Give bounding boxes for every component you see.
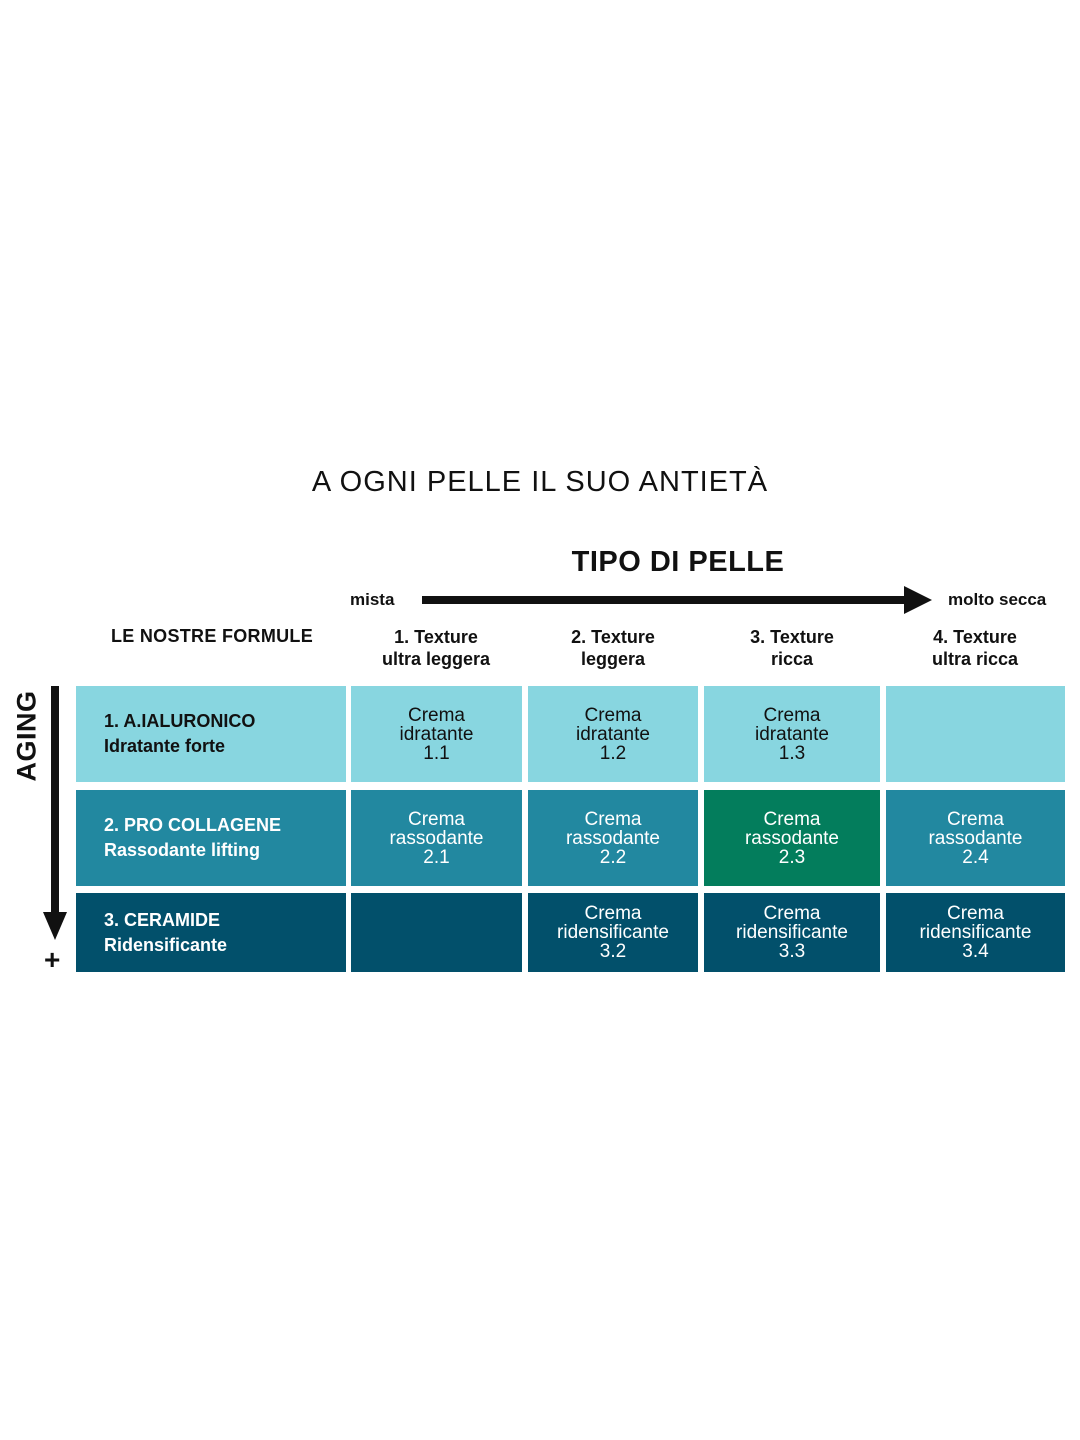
cell-line1: Crema <box>584 704 642 726</box>
cell-line1: Crema <box>763 808 821 830</box>
cell-line2: idratante <box>755 723 829 745</box>
column-header-2: 2. Texture leggera <box>528 626 698 670</box>
column-header-line2: ultra leggera <box>381 649 491 669</box>
cell-line2: rassodante <box>928 827 1023 849</box>
cell-2-3-highlighted: Crema rassodante 2.3 <box>704 790 880 886</box>
row-label-pro-collagene: 2. PRO COLLAGENE Rassodante lifting <box>76 790 346 886</box>
cell-1-3: Crema idratante 1.3 <box>704 686 880 782</box>
cell-line1: Crema <box>763 903 821 924</box>
row-subtitle: Rassodante lifting <box>104 840 261 860</box>
column-header-line2: ricca <box>770 649 814 669</box>
cell-line1: Crema <box>584 808 642 830</box>
cell-line2: ridensificante <box>919 922 1032 943</box>
aging-arrow-line <box>51 686 59 918</box>
cell-1-2: Crema idratante 1.2 <box>528 686 698 782</box>
row-subtitle: Ridensificante <box>104 934 228 955</box>
row-name: 2. PRO COLLAGENE <box>104 815 282 835</box>
cell-3-3: Crema ridensificante 3.3 <box>704 893 880 972</box>
cell-line2: idratante <box>576 723 650 745</box>
cell-line1: Crema <box>946 808 1004 830</box>
column-header-3: 3. Texture ricca <box>704 626 880 670</box>
cell-3-4: Crema ridensificante 3.4 <box>886 893 1065 972</box>
column-header-4: 4. Texture ultra ricca <box>886 626 1064 670</box>
formule-header: LE NOSTRE FORMULE <box>110 626 314 646</box>
cell-code: 2.4 <box>962 846 989 868</box>
cell-code: 1.1 <box>423 742 450 764</box>
cell-line2: idratante <box>399 723 474 745</box>
cell-code: 2.1 <box>423 846 450 868</box>
cell-code: 2.2 <box>599 846 627 868</box>
cell-2-4: Crema rassodante 2.4 <box>886 790 1065 886</box>
cell-line2: ridensificante <box>736 922 848 943</box>
row-name: 1. A.IALURONICO <box>104 711 256 731</box>
cell-line2: rassodante <box>389 827 484 849</box>
cell-line2: rassodante <box>565 827 660 849</box>
cell-code: 1.2 <box>599 742 627 764</box>
cell-1-1: Crema idratante 1.1 <box>351 686 522 782</box>
column-header-line1: 1. Texture <box>394 627 478 647</box>
cell-line1: Crema <box>763 704 821 726</box>
skin-type-axis-title: TIPO DI PELLE <box>571 546 785 578</box>
cell-code: 3.3 <box>778 941 806 962</box>
cell-line1: Crema <box>946 903 1004 924</box>
axis-end-label: molto secca <box>948 590 1047 609</box>
column-header-line1: 2. Texture <box>571 627 655 647</box>
down-arrow-icon <box>43 912 67 940</box>
row-name: 3. CERAMIDE <box>104 909 221 930</box>
cell-code: 3.2 <box>599 941 627 962</box>
row-label-ialuronico: 1. A.IALURONICO Idratante forte <box>76 686 346 782</box>
column-header-line2: leggera <box>580 649 646 669</box>
cell-code: 2.3 <box>778 846 806 868</box>
cell-line2: ridensificante <box>557 922 669 943</box>
cell-3-1 <box>351 893 522 972</box>
column-header-line1: 3. Texture <box>750 627 834 647</box>
cell-line1: Crema <box>407 704 465 726</box>
cell-line1: Crema <box>584 903 642 924</box>
cell-2-1: Crema rassodante 2.1 <box>351 790 522 886</box>
cell-3-2: Crema ridensificante 3.2 <box>528 893 698 972</box>
aging-axis-label: AGING <box>11 690 42 782</box>
page-title: A OGNI PELLE IL SUO ANTIETÀ <box>311 466 769 498</box>
right-arrow-icon <box>904 586 932 614</box>
cell-1-4 <box>886 686 1065 782</box>
column-header-line2: ultra ricca <box>931 649 1019 669</box>
column-header-1: 1. Texture ultra leggera <box>350 626 522 670</box>
cell-code: 3.4 <box>962 941 989 962</box>
axis-start-label: mista <box>350 590 395 609</box>
column-header-line1: 4. Texture <box>933 627 1017 647</box>
cell-2-2: Crema rassodante 2.2 <box>528 790 698 886</box>
row-subtitle: Idratante forte <box>104 736 226 756</box>
aging-plus-label: + <box>44 944 61 975</box>
row-label-ceramide: 3. CERAMIDE Ridensificante <box>76 893 346 972</box>
skin-type-arrow-line <box>422 596 908 604</box>
cell-line2: rassodante <box>744 827 839 849</box>
cell-line1: Crema <box>407 808 465 830</box>
cell-code: 1.3 <box>778 742 806 764</box>
